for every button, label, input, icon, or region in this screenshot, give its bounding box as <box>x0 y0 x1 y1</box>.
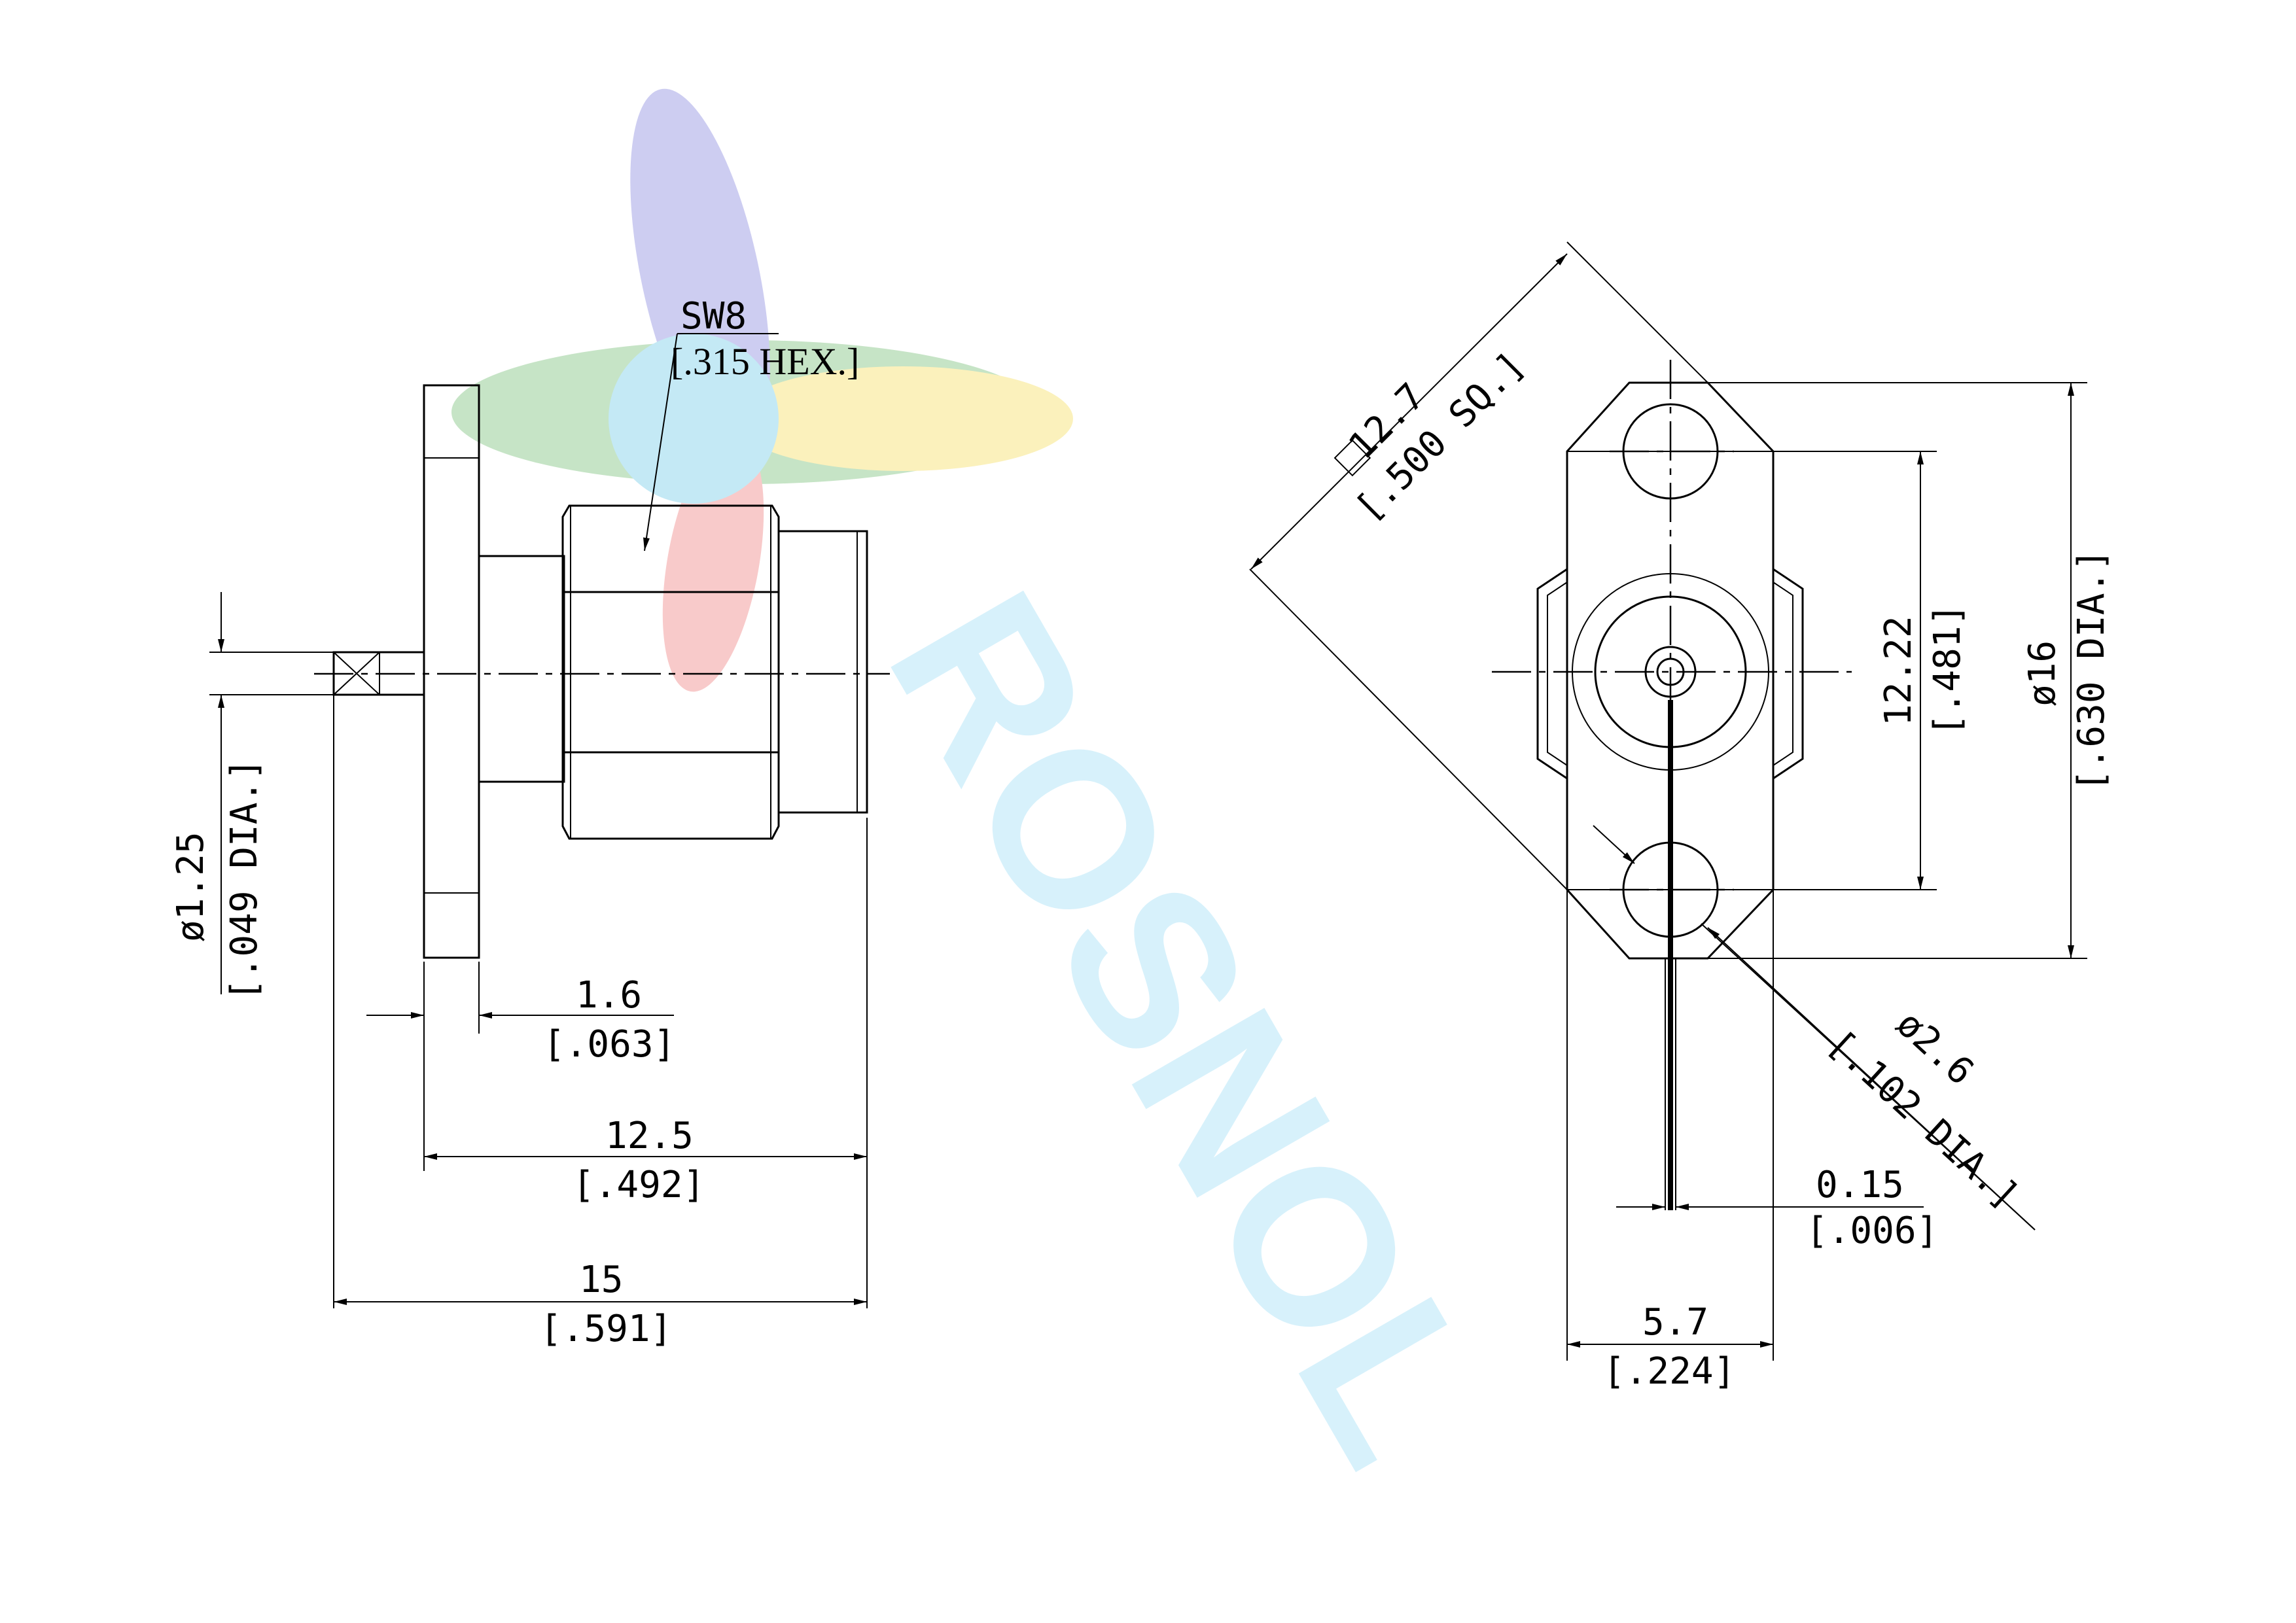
side-view: SW8 [.315 HEX.] ø1.25 [.049 DIA.] 1.6 [.… <box>169 295 890 1350</box>
hole-spacing-value: 12.22 <box>1877 616 1920 726</box>
tab-thickness-dimension: 0.15 [.006] <box>1616 1164 1938 1252</box>
hole-dia-dimension: ø2.6 [.102 DIA.] <box>1593 825 2036 1230</box>
side-neck <box>478 555 565 783</box>
tab-thickness-value: 0.15 <box>1816 1164 1904 1206</box>
front-hex <box>1536 568 1804 780</box>
flange-thickness-inch: [.063] <box>543 1023 675 1066</box>
tab-thickness-inch: [.006] <box>1806 1210 1938 1252</box>
flange-width-value: 5.7 <box>1642 1301 1708 1344</box>
side-flange <box>423 384 480 959</box>
front-view: 12.7 [.500 SQ.] 12.22 [.481] ø16 [.630 D… <box>1249 241 2113 1393</box>
overall-length-value: 15 <box>579 1259 623 1301</box>
outer-dia-inch: [.630 DIA.] <box>2070 549 2113 792</box>
side-body <box>777 530 868 814</box>
hex-label-inch: [.315 HEX.] <box>671 340 859 383</box>
front-tab <box>1668 700 1673 1210</box>
body-length-value: 12.5 <box>605 1115 694 1157</box>
square-dimension: 12.7 [.500 SQ.] <box>1249 241 1708 890</box>
flange-width-dimension: 5.7 [.224] <box>1566 890 1774 1393</box>
watermark-text: ROSNOL <box>842 554 1533 1503</box>
flange-thickness-dimension: 1.6 [.063] <box>366 962 675 1066</box>
hole-spacing-inch: [.481] <box>1926 604 1969 736</box>
body-length-dimension: 12.5 [.492] <box>423 818 868 1308</box>
outer-dia-value: ø16 <box>2021 640 2064 707</box>
pin-dia-inch: [.049 DIA.] <box>223 758 266 1001</box>
body-length-inch: [.492] <box>573 1164 705 1206</box>
watermark-logo <box>451 88 1073 692</box>
flange-thickness-value: 1.6 <box>576 974 642 1017</box>
hex-label: SW8 <box>680 295 747 338</box>
overall-length-inch: [.591] <box>540 1308 672 1350</box>
hole-spacing-dimension: 12.22 [.481] <box>1718 451 1969 890</box>
pin-dia-dimension: ø1.25 [.049 DIA.] <box>169 592 334 1001</box>
overall-length-dimension: 15 [.591] <box>333 695 867 1350</box>
hex-nut <box>561 504 780 840</box>
pin-dia-value: ø1.25 <box>169 831 212 942</box>
outer-dia-dimension: ø16 [.630 DIA.] <box>1708 382 2113 959</box>
flange-width-inch: [.224] <box>1603 1350 1735 1393</box>
